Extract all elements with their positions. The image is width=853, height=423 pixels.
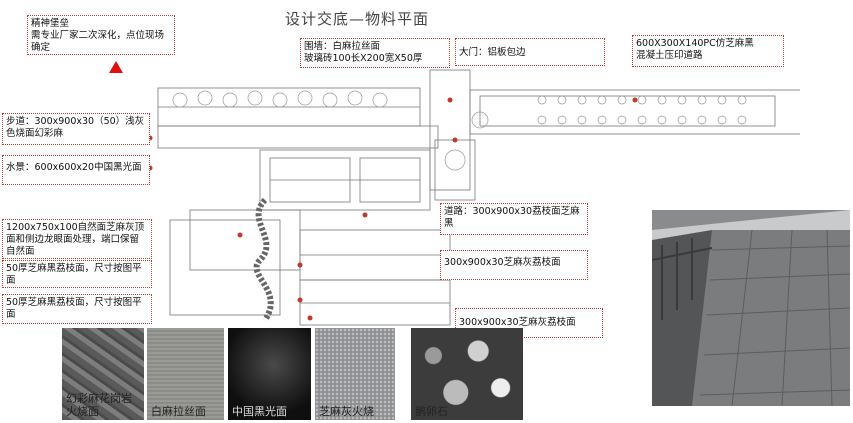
location-marker-icon: [109, 61, 123, 73]
note-water: 水景：600x600x20中国黑光面: [2, 155, 150, 185]
note-edge-2: 50厚芝麻黑荔枝面，尺寸按图平面: [2, 294, 152, 324]
swatch-white-brushed: 白麻拉丝面: [147, 328, 224, 420]
swatch-black-polished: 中国黑光面: [228, 328, 311, 420]
note-edge-1: 50厚芝麻黑荔枝面，尺寸按图平面: [2, 260, 152, 288]
note-path: 道路：300x900x30荔枝面芝麻黑: [440, 203, 588, 235]
road-reference-photo: [652, 210, 850, 406]
swatch-grey-flamed: 芝麻灰火烧: [315, 328, 395, 420]
page-title: 设计交底—物料平面: [285, 10, 430, 28]
note-rockery: 1200x750x100自然面芝麻灰顶面和侧边龙眼面处理，端口保留自然面: [2, 219, 152, 259]
note-gate: 大门：铝板包边: [455, 38, 605, 66]
swatch-granite: 幻彩麻花岗岩 火烧面: [62, 328, 144, 420]
note-landmark: 精神堡垒 需专业厂家二次深化，点位现场确定: [27, 15, 175, 55]
note-road-pattern: 600X300X140PC仿芝麻黑 混凝土压印道路: [632, 35, 784, 67]
note-fence: 围墙：白麻拉丝面 玻璃砖100长X200宽X50厚: [300, 38, 450, 68]
note-grey-1: 300x900x30芝麻灰荔枝面: [440, 250, 588, 280]
swatch-pebbles: 鹅卵石: [411, 328, 523, 420]
note-walkway: 步道：300x900x30（50）浅灰色烧面幻彩麻: [2, 113, 150, 145]
